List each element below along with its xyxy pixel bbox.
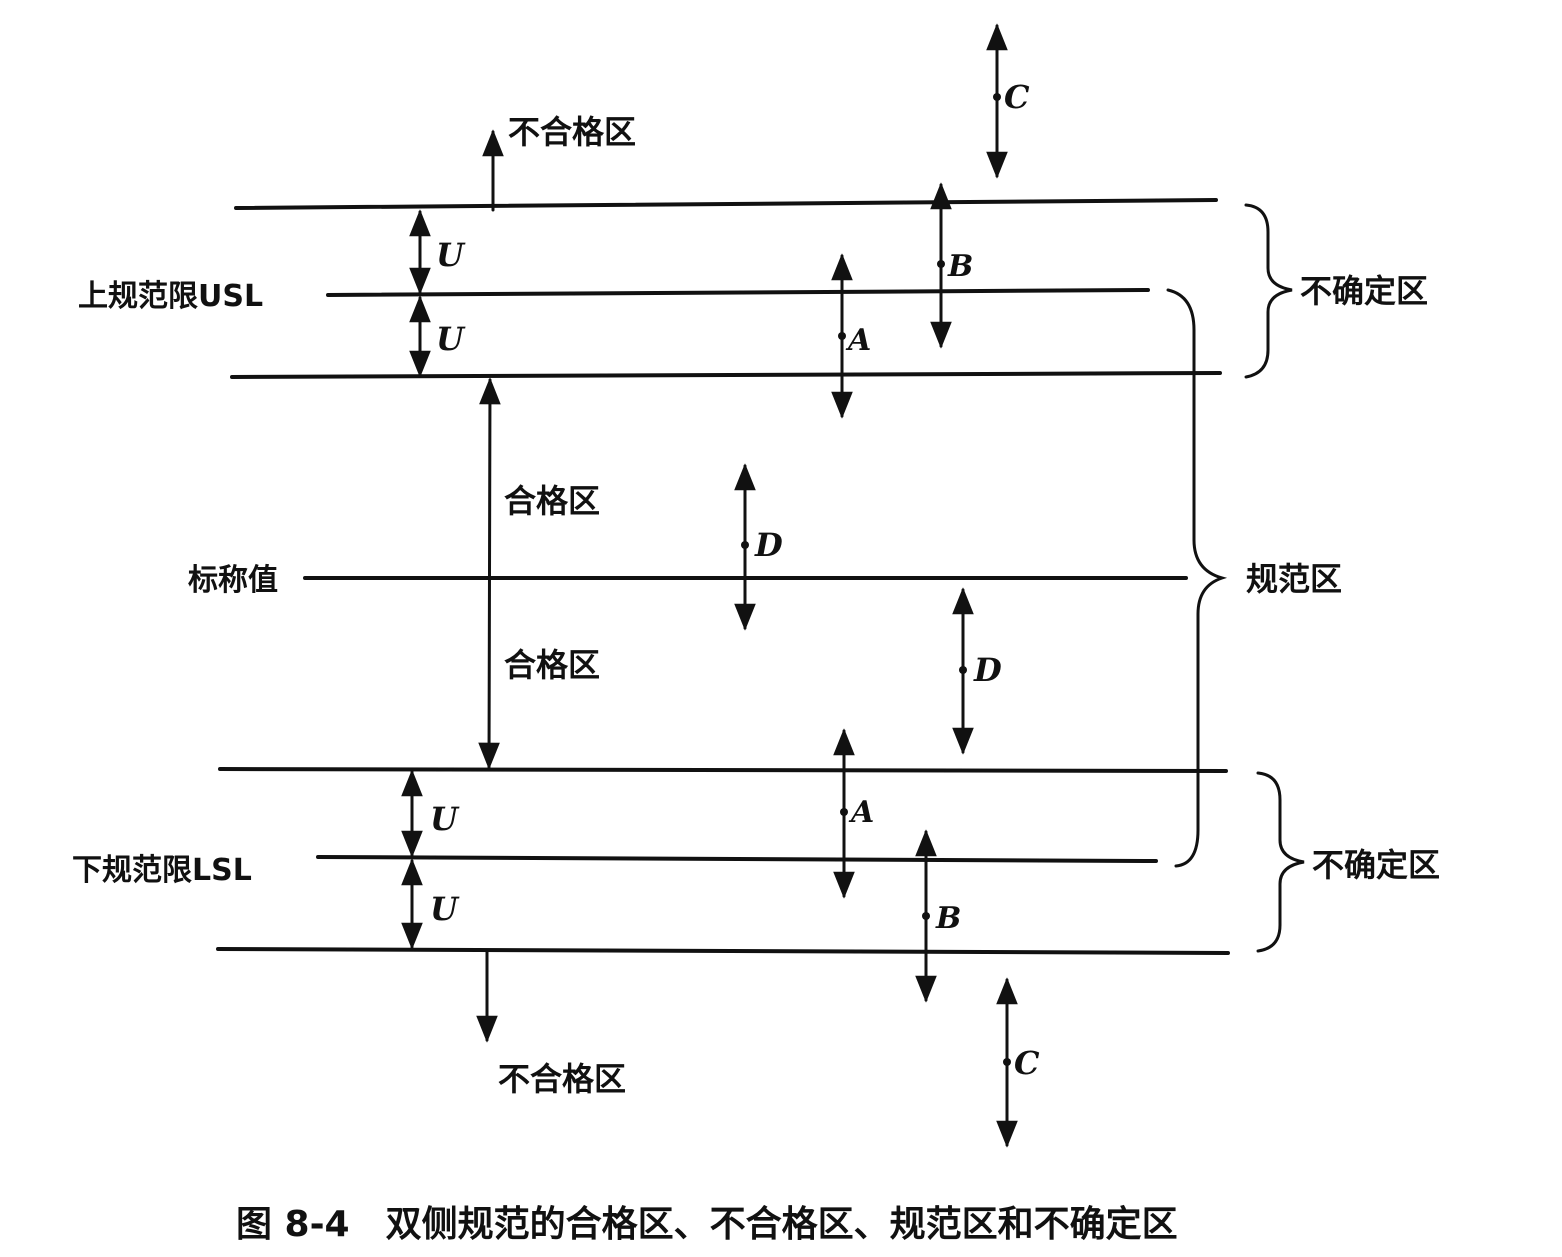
figure-caption: 图 8-4 双侧规范的合格区、不合格区、规范区和不确定区 bbox=[236, 1204, 1178, 1245]
lower-uncertainty-outer-line bbox=[216, 947, 1230, 955]
nonconforming-top-label: 不合格区 bbox=[508, 113, 636, 151]
c-top-label: C bbox=[1004, 78, 1030, 116]
u-label-2: U bbox=[436, 320, 466, 358]
result-d-bottom-point bbox=[959, 666, 967, 674]
uncertainty-bottom-label: 不确定区 bbox=[1312, 846, 1440, 884]
result-c-top-point bbox=[993, 93, 1001, 101]
conforming-zone-arrow bbox=[478, 377, 501, 770]
usl-label: 上规范限USL bbox=[78, 279, 263, 314]
conforming-upper-label: 合格区 bbox=[504, 482, 600, 520]
result-b-top-point bbox=[937, 260, 945, 268]
conforming-lower-label: 合格区 bbox=[504, 646, 600, 684]
a-top-label: A bbox=[845, 323, 871, 358]
u-label-4: U bbox=[430, 890, 460, 928]
lower-uncertainty-inner-line bbox=[218, 767, 1228, 773]
b-bottom-label: B bbox=[935, 901, 961, 936]
upper-uncertainty-outer-line bbox=[234, 198, 1218, 210]
d-top-label: D bbox=[754, 526, 783, 564]
spec-zone-brace bbox=[1166, 288, 1228, 868]
u-label-3: U bbox=[430, 800, 460, 838]
nonconforming-bottom-label: 不合格区 bbox=[498, 1060, 626, 1098]
b-top-label: B bbox=[947, 249, 973, 284]
u-label-1: U bbox=[436, 236, 466, 274]
uncertainty-top-label: 不确定区 bbox=[1300, 272, 1428, 310]
d-bottom-label: D bbox=[973, 651, 1002, 689]
nominal-label: 标称值 bbox=[188, 563, 278, 598]
result-c-bottom-point bbox=[1003, 1058, 1011, 1066]
lsl-line bbox=[316, 855, 1158, 863]
c-bottom-label: C bbox=[1014, 1044, 1040, 1082]
result-b-bottom-point bbox=[922, 912, 930, 920]
upper-uncertainty-inner-line bbox=[230, 371, 1222, 379]
lsl-label: 下规范限LSL bbox=[72, 853, 252, 888]
result-d-top-point bbox=[741, 541, 749, 549]
result-a-bottom-point bbox=[840, 808, 848, 816]
spec-zone-label: 规范区 bbox=[1246, 560, 1342, 598]
result-a-top-point bbox=[838, 332, 846, 340]
usl-line bbox=[326, 288, 1150, 297]
a-bottom-label: A bbox=[848, 795, 874, 830]
upper-uncertainty-brace bbox=[1244, 203, 1293, 379]
lower-uncertainty-brace bbox=[1256, 771, 1305, 953]
